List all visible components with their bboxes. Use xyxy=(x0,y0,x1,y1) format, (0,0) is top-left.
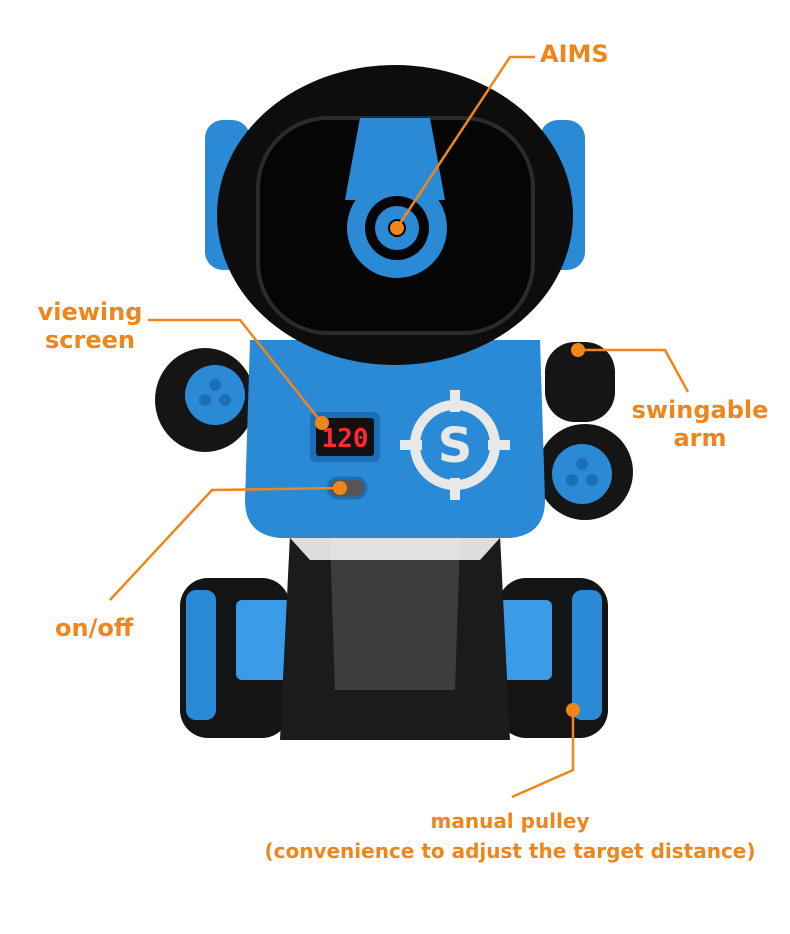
display-value: 120 xyxy=(322,424,369,454)
label-swingable-arm-line2: arm xyxy=(673,424,727,452)
label-manual-pulley: manual pulley (convenience to adjust the… xyxy=(260,806,760,866)
aim-plate xyxy=(345,118,445,200)
label-viewing-screen-line1: viewing xyxy=(37,298,143,326)
torso xyxy=(245,340,545,538)
label-manual-pulley-line1: manual pulley xyxy=(430,809,590,833)
leader-lines xyxy=(109,55,690,799)
label-manual-pulley-line2: (convenience to adjust the target distan… xyxy=(264,839,756,863)
viewing-screen xyxy=(316,418,374,456)
badge-letter: S xyxy=(438,418,473,474)
label-aims: AIMS xyxy=(540,40,609,68)
label-on-off: on/off xyxy=(55,614,134,642)
label-viewing-screen-line2: screen xyxy=(45,326,135,354)
right-arm xyxy=(545,342,615,422)
label-swingable-arm: swingable arm xyxy=(630,396,770,452)
ball-chamber xyxy=(330,540,460,690)
label-swingable-arm-line1: swingable xyxy=(631,396,769,424)
target-badge xyxy=(400,390,510,500)
label-viewing-screen: viewing screen xyxy=(35,298,145,354)
